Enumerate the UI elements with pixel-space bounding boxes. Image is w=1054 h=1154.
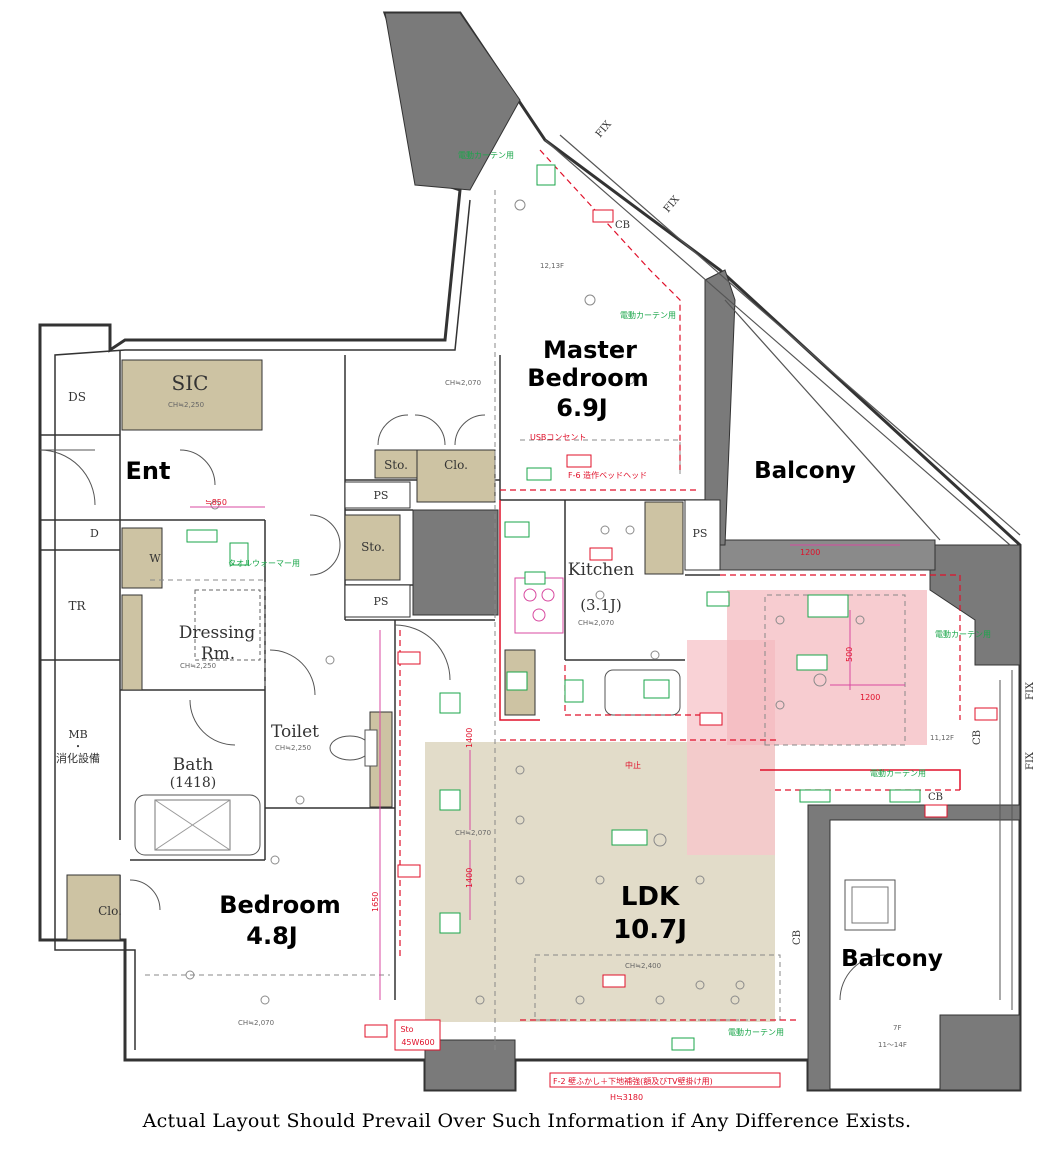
sto-a-label: Sto. [384, 458, 408, 472]
curtain-3-label: 電動カーテン用 [935, 630, 991, 639]
fix-label-3: FIX [1025, 681, 1036, 700]
master-bedroom-label-line2: Bedroom [527, 364, 649, 392]
entrance-label: Ent [126, 457, 171, 485]
master-bedroom-size: 6.9J [556, 394, 607, 422]
dim-850-label: ≒850 [205, 498, 227, 507]
sto-c-spec: 45W600 [401, 1038, 434, 1047]
d-label: D [90, 527, 99, 540]
disclaimer-text: Actual Layout Should Prevail Over Such I… [142, 1110, 912, 1132]
balcony-upper-label: Balcony [754, 458, 856, 484]
f2-note-box [549, 1072, 781, 1088]
curtain-1-label: 電動カーテン用 [458, 151, 514, 160]
cb-label-2: CB [972, 730, 983, 745]
sto-c-label: Sto [400, 1025, 413, 1034]
note-bottom-label: H≒3180 [610, 1093, 643, 1102]
ch-toilet-label: CH≒2,250 [275, 744, 311, 752]
mb-label-line3: 消化設備 [56, 751, 100, 765]
balcony-inner-wall [807, 804, 1021, 1091]
dim-500-label: 500 [845, 647, 854, 662]
bath-label: Bath [173, 755, 213, 775]
clo-cabinet-b [66, 874, 121, 941]
curtain-4-label: 電動カーテン用 [870, 769, 926, 778]
ds-label: DS [68, 390, 86, 404]
fix-label-1: FIX [594, 118, 615, 140]
ldk-label: LDK [621, 882, 680, 912]
ch-ldk2-label: CH≒2,400 [625, 962, 661, 970]
bath-size: (1418) [170, 775, 217, 791]
clo-b-label: Clo. [98, 904, 122, 918]
sic-cabinet [121, 359, 263, 431]
ldk-size: 10.7J [613, 915, 687, 945]
master-bedroom-label-line1: Master [543, 336, 637, 364]
ch-kitchen-label: CH≒2,070 [578, 619, 614, 627]
floor-d-label: 11,12F [930, 734, 954, 742]
structural-column-core [412, 509, 499, 616]
curtain-2-label: 電動カーテン用 [620, 311, 676, 320]
fix-label-4: FIX [1025, 751, 1036, 770]
dim-1200b-label: 1200 [860, 693, 880, 702]
toilet-bowl [329, 735, 371, 761]
ps-c-label: PS [693, 527, 708, 540]
clo-a-label: Clo. [444, 458, 468, 472]
structural-column-top [384, 12, 521, 191]
ch-master-label: CH≒2,070 [445, 379, 481, 387]
cb-label-3: CB [928, 792, 943, 803]
cb-label-4: CB [792, 930, 803, 945]
dim-1650-label: 1650 [371, 892, 380, 912]
curtain-5-label: 電動カーテン用 [728, 1028, 784, 1037]
ps-a-label: PS [374, 489, 389, 502]
sto-cabinet-b [344, 514, 401, 581]
ch-bedroom-label: CH≒2,070 [238, 1019, 274, 1027]
dressing-label-line1: Dressing [179, 623, 256, 643]
mb-label-line2: ・ [73, 742, 83, 753]
toilet-label: Toilet [271, 722, 319, 742]
ps-b-label: PS [374, 595, 389, 608]
bed-label-label: F-6 造作ベッドヘッド [568, 470, 647, 480]
sto-cabinet-a [374, 449, 418, 479]
bed-outlet-label: USBコンセント [530, 433, 586, 442]
fix-label-2: FIX [662, 193, 683, 215]
floor-c-label: 12,13F [540, 262, 564, 270]
w-cabinet [121, 527, 163, 589]
finish-tags [364, 209, 998, 1088]
dressing-label-line2: Rm. [201, 644, 235, 664]
cooktop [514, 577, 564, 634]
dressing-cabinet [121, 594, 143, 691]
ch-sic-label: CH≒2,250 [168, 401, 204, 409]
kitchen-label: Kitchen [568, 560, 634, 580]
towel-label: タオルウォーマー用 [228, 559, 300, 568]
w-label: W [149, 552, 161, 565]
stop-label: 中止 [625, 760, 641, 770]
dim-1400b-label: 1400 [465, 868, 474, 888]
ch-ldk-label: CH≒2,070 [455, 829, 491, 837]
floor-b-label: 11〜14F [878, 1041, 907, 1049]
clo-cabinet-a [416, 449, 496, 503]
structural-column-balcony [939, 1014, 1021, 1091]
note-f2-label: F-2 壁ふかし＋下地補強(額及びTV壁掛け用) [553, 1076, 713, 1086]
dim-1200a-label: 1200 [800, 548, 820, 557]
inner-wall-outline [54, 199, 471, 1050]
tr-label: TR [68, 599, 86, 613]
structural-column-right [929, 544, 1021, 666]
sic-label: SIC [172, 371, 209, 395]
bathtub [134, 794, 261, 856]
dim-1400a-label: 1400 [465, 728, 474, 748]
cb-label-1: CB [615, 220, 630, 231]
bedroom-label: Bedroom [219, 891, 341, 919]
electrical-tags [186, 164, 921, 1051]
kitchen-cabinet-a [644, 501, 684, 575]
floor-a-label: 7F [893, 1024, 901, 1032]
balcony-lower-label: Balcony [841, 946, 943, 972]
ch-bath-label: CH≒2,250 [180, 662, 216, 670]
bedroom-size: 4.8J [246, 922, 297, 950]
mb-label-line1: MB [68, 728, 87, 741]
kitchen-size: (3.1J) [580, 596, 622, 614]
sto-b-label: Sto. [361, 540, 385, 554]
